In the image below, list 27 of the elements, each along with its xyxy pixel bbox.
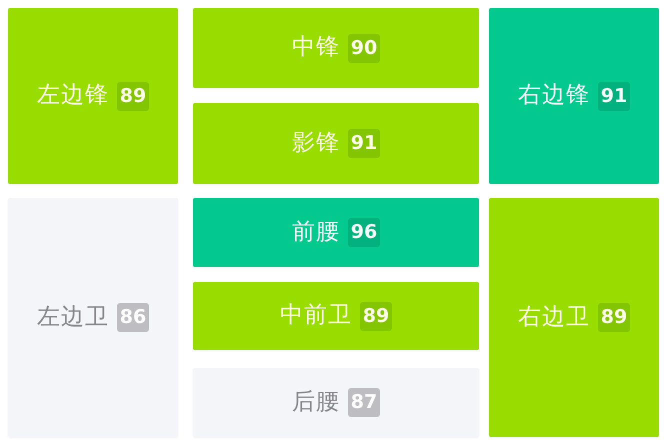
position-name: 前腰 — [292, 218, 340, 246]
position-name: 右边卫 — [518, 304, 590, 332]
position-name: 中前卫 — [280, 302, 352, 330]
position-tile — [489, 198, 659, 437]
rating-badge: 90 — [348, 34, 380, 62]
rating-badge: 96 — [348, 218, 380, 247]
position-name: 影锋 — [292, 130, 340, 158]
rating-badge: 89 — [116, 82, 150, 110]
rating-badge: 89 — [598, 303, 630, 332]
position-name: 左边卫 — [36, 304, 109, 332]
position-tile — [193, 103, 479, 184]
position-name: 后腰 — [292, 388, 340, 416]
rating-badge: 91 — [598, 82, 630, 110]
position-name: 右边锋 — [518, 82, 590, 110]
position-tile — [8, 8, 178, 184]
position-tile — [8, 198, 178, 437]
rating-badge: 89 — [360, 302, 392, 330]
rating-badge: 87 — [348, 388, 380, 417]
rating-badge: 86 — [116, 303, 150, 332]
position-tile — [193, 8, 479, 88]
position-tile — [193, 198, 479, 267]
position-tile — [193, 282, 479, 350]
position-name: 中锋 — [292, 34, 340, 62]
position-tile — [193, 368, 479, 437]
rating-badge: 91 — [348, 129, 380, 158]
position-tile — [489, 8, 659, 184]
position-name: 左边锋 — [36, 82, 109, 110]
